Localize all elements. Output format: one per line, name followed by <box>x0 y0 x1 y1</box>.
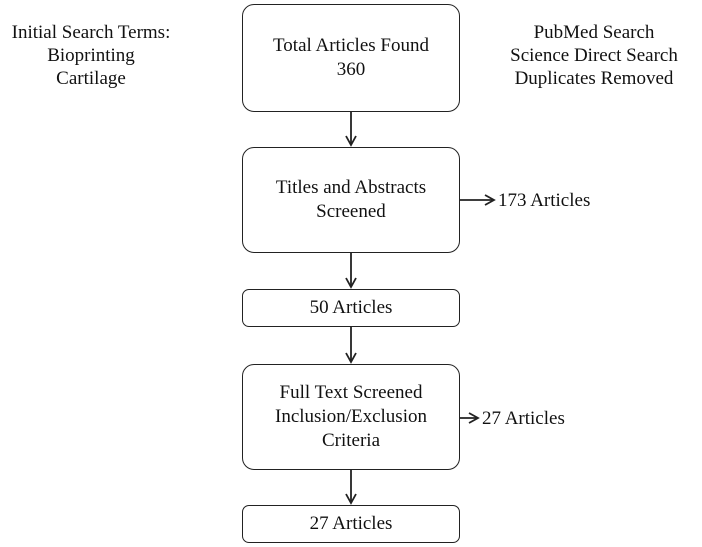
search-terms-heading: Initial Search Terms: <box>11 22 171 43</box>
screened-label-line-2: Screened <box>316 201 386 222</box>
excluded-after-full-text: 27 Articles <box>482 408 565 429</box>
screened-label-line-1: Titles and Abstracts <box>275 177 427 198</box>
full-text-screened-box: Full Text Screened Inclusion/Exclusion C… <box>242 364 460 470</box>
duplicates-removed-note: Duplicates Removed <box>514 68 674 89</box>
final-articles-box: 27 Articles <box>242 505 460 543</box>
total-articles-box: Total Articles Found 360 <box>242 4 460 112</box>
search-term-cartilage: Cartilage <box>56 68 126 89</box>
initial-search-terms: Initial Search Terms: Bioprinting Cartil… <box>0 21 182 90</box>
search-term-bioprinting: Bioprinting <box>47 45 135 66</box>
source-pubmed: PubMed Search <box>533 22 655 43</box>
full-text-line-2: Inclusion/Exclusion <box>275 406 427 427</box>
fifty-articles-box: 50 Articles <box>242 289 460 327</box>
excluded-after-titles: 173 Articles <box>498 190 591 211</box>
final-articles-label: 27 Articles <box>309 513 393 534</box>
titles-abstracts-screened-box: Titles and Abstracts Screened <box>242 147 460 253</box>
total-articles-label: Total Articles Found <box>273 35 429 56</box>
fifty-articles-label: 50 Articles <box>309 297 393 318</box>
full-text-line-1: Full Text Screened <box>279 382 423 403</box>
source-science-direct: Science Direct Search <box>510 45 678 66</box>
full-text-line-3: Criteria <box>321 430 381 451</box>
total-articles-count: 360 <box>336 59 366 80</box>
search-sources: PubMed Search Science Direct Search Dupl… <box>486 21 702 90</box>
